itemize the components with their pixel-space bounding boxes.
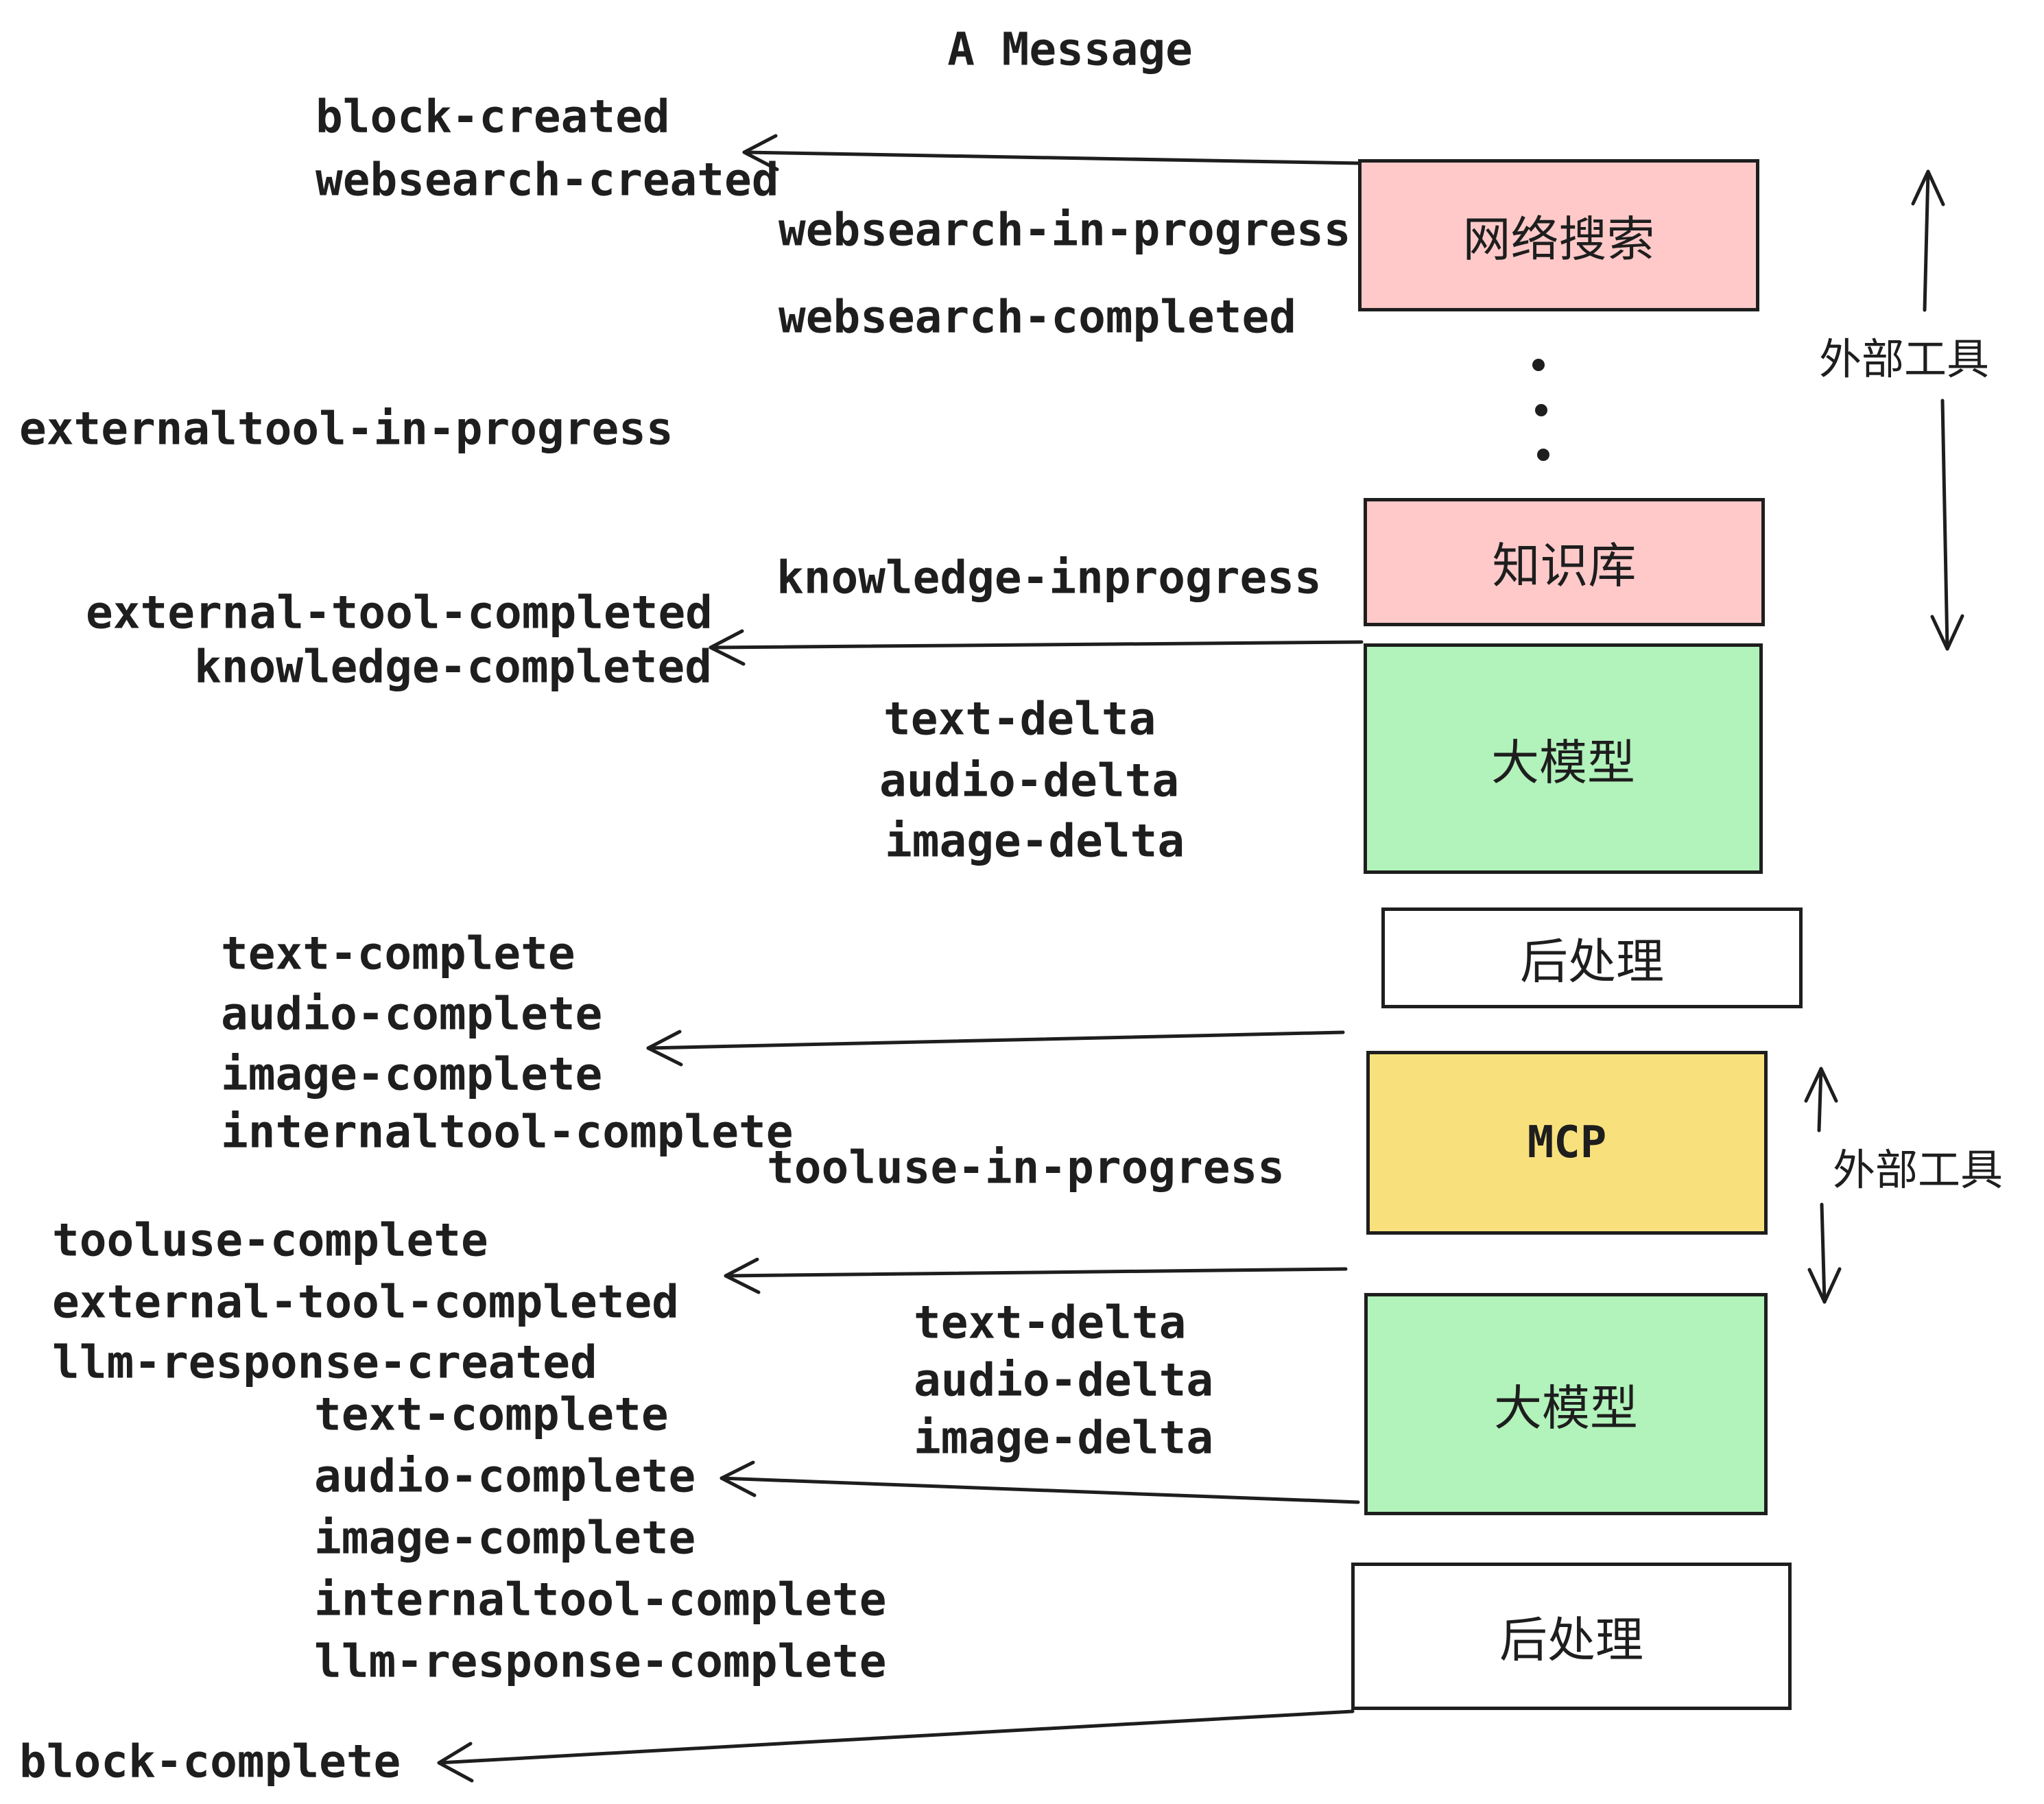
event-image-delta-1: image-delta — [885, 814, 1185, 868]
event-external-tool-completed-1: external-tool-completed — [86, 586, 713, 639]
event-internaltool-complete-1: internaltool-complete — [221, 1105, 794, 1159]
event-text-delta-1: text-delta — [883, 692, 1156, 746]
arrow-websearch-created — [742, 134, 1364, 171]
event-audio-delta-1: audio-delta — [879, 754, 1180, 807]
event-knowledge-completed: knowledge-completed — [194, 640, 712, 693]
event-websearch-created: websearch-created — [316, 153, 779, 206]
box-llm-2-label: 大模型 — [1494, 1379, 1638, 1436]
box-llm-1: 大模型 — [1364, 643, 1763, 874]
event-tooluse-complete: tooluse-complete — [52, 1213, 488, 1267]
event-externaltool-in-progress: externaltool-in-progress — [19, 402, 674, 455]
arrow-internal-complete — [646, 1030, 1345, 1067]
event-websearch-in-progress: websearch-in-progress — [779, 203, 1351, 257]
external-tools-arrow-down-1 — [1930, 399, 1964, 651]
event-block-created: block-created — [316, 90, 670, 143]
box-postprocess-1-label: 后处理 — [1520, 934, 1664, 990]
event-audio-complete-2: audio-complete — [314, 1449, 696, 1503]
event-text-complete-2: text-complete — [314, 1388, 669, 1441]
external-tools-label-2: 外部工具 — [1833, 1145, 2004, 1195]
box-mcp: MCP — [1366, 1051, 1768, 1235]
external-tools-arrow-down-2 — [1807, 1202, 1842, 1304]
event-block-complete: block-complete — [19, 1735, 401, 1788]
event-internaltool-complete-2: internaltool-complete — [314, 1573, 887, 1626]
event-tooluse-in-progress: tooluse-in-progress — [767, 1141, 1285, 1194]
arrow-llm2-complete — [720, 1460, 1360, 1504]
box-llm-2: 大模型 — [1364, 1293, 1768, 1515]
ellipsis-dots — [1532, 359, 1549, 461]
arrow-tooluse-complete — [724, 1257, 1348, 1294]
page-title: A Message — [947, 23, 1193, 76]
arrow-knowledge-completed — [709, 629, 1364, 666]
event-audio-complete-1: audio-complete — [221, 987, 603, 1041]
external-tools-label-1: 外部工具 — [1819, 334, 1990, 384]
external-tools-arrow-up-2 — [1804, 1067, 1838, 1132]
event-image-complete-2: image-complete — [314, 1511, 696, 1565]
box-llm-1-label: 大模型 — [1491, 734, 1635, 791]
box-mcp-label: MCP — [1527, 1117, 1607, 1168]
box-postprocess-2-label: 后处理 — [1499, 1612, 1643, 1668]
event-knowledge-inprogress: knowledge-inprogress — [776, 551, 1322, 604]
event-websearch-completed: websearch-completed — [779, 290, 1296, 344]
box-knowledge-label: 知识库 — [1492, 538, 1637, 594]
event-text-complete-1: text-complete — [221, 927, 575, 980]
box-knowledge: 知识库 — [1364, 498, 1765, 626]
box-postprocess-2: 后处理 — [1351, 1563, 1792, 1710]
event-llm-response-created: llm-response-created — [52, 1336, 597, 1389]
event-image-complete-1: image-complete — [221, 1047, 603, 1101]
event-audio-delta-2: audio-delta — [914, 1353, 1214, 1407]
box-websearch-label: 网络搜索 — [1462, 211, 1655, 268]
external-tools-arrow-up-1 — [1911, 169, 1945, 312]
event-external-tool-completed-2: external-tool-completed — [52, 1275, 679, 1329]
box-postprocess-1: 后处理 — [1381, 907, 1803, 1008]
event-llm-response-complete: llm-response-complete — [314, 1635, 887, 1688]
box-websearch: 网络搜索 — [1358, 159, 1759, 311]
event-text-delta-2: text-delta — [914, 1296, 1187, 1349]
event-image-delta-2: image-delta — [914, 1411, 1214, 1464]
arrow-block-complete — [437, 1709, 1355, 1783]
